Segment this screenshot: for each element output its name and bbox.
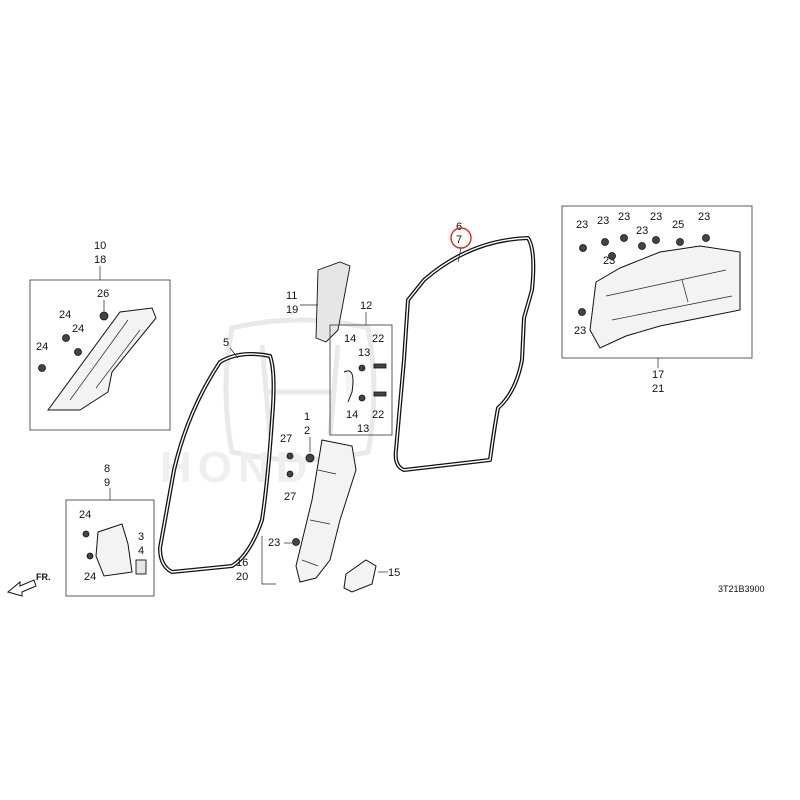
screw-27a — [286, 452, 294, 460]
callout-13a: 13 — [358, 347, 370, 359]
front-pillar-garnish — [47, 307, 157, 411]
clip-24d — [82, 530, 90, 538]
diagram-code: 3T21B3900 — [718, 584, 765, 594]
front-arrow-icon — [6, 579, 37, 597]
group-front-pillar-garnish: 10 18 26 24 24 24 — [29, 240, 171, 431]
clip-26 — [99, 311, 109, 321]
callout-11: 11 — [286, 290, 297, 302]
callout-21: 21 — [652, 383, 664, 395]
group-box-12 — [329, 324, 393, 436]
callout-26: 26 — [97, 288, 109, 300]
callout-20: 20 — [236, 571, 248, 583]
rear-door-opening-seal — [393, 236, 536, 472]
clip-24c — [38, 364, 46, 372]
bolt-14b — [358, 394, 366, 402]
callout-6: 6 — [456, 221, 462, 233]
callout-19: 19 — [286, 304, 298, 316]
callout-27b: 27 — [284, 491, 296, 503]
center-pillar-upper-garnish — [315, 261, 351, 343]
callout-15: 15 — [388, 567, 400, 579]
callout-5: 5 — [223, 337, 229, 349]
callout-24c: 24 — [36, 341, 48, 353]
brand-watermark: HONDA — [160, 317, 377, 492]
callout-2: 2 — [304, 425, 310, 437]
callout-4: 4 — [138, 545, 144, 557]
clip-24b — [74, 348, 82, 356]
callout-10: 10 — [94, 240, 106, 252]
clip-24e — [86, 552, 94, 560]
grab-handle — [343, 370, 354, 403]
callout-18: 18 — [94, 254, 106, 266]
bolt-22a — [373, 363, 387, 369]
group-box-17-21 — [561, 205, 753, 359]
clip-23g — [292, 538, 300, 546]
clip-24a — [62, 334, 70, 342]
callout-23a: 23 — [576, 219, 588, 231]
callout-23d: 23 — [636, 225, 648, 237]
callout-24b: 24 — [72, 323, 84, 335]
group-anchor-hardware: 12 14 13 22 14 22 13 — [329, 300, 393, 436]
front-direction-indicator: FR. — [6, 572, 51, 597]
callout-1: 1 — [304, 411, 310, 423]
pad-3-4 — [135, 559, 147, 575]
callout-23i: 23 — [574, 325, 586, 337]
rear-side-lining — [589, 245, 741, 349]
callout-23c: 23 — [618, 211, 630, 223]
callout-14b: 14 — [346, 409, 358, 421]
callout-14a: 14 — [344, 333, 356, 345]
callout-16: 16 — [236, 557, 248, 569]
sill-bracket — [343, 559, 377, 593]
callout-25: 25 — [672, 219, 684, 231]
callout-23b: 23 — [597, 215, 609, 227]
callout-7: 7 — [456, 234, 462, 246]
front-door-seal-group: 5 — [158, 337, 276, 574]
callout-17: 17 — [652, 369, 664, 381]
callout-24a: 24 — [59, 309, 71, 321]
callout-27a: 27 — [280, 433, 292, 445]
group-lower-clip: 23 16 20 — [236, 536, 300, 585]
callout-8: 8 — [104, 463, 110, 475]
rear-door-seal-group: 6 7 — [393, 221, 536, 472]
callout-12: 12 — [360, 300, 372, 312]
callout-9: 9 — [104, 477, 110, 489]
center-pillar-lower-garnish — [295, 439, 357, 583]
group-kick-panel: 8 9 24 24 3 4 — [65, 463, 155, 597]
center-pillar-lower-group: 1 2 27 27 — [280, 411, 357, 583]
bolt-22b — [373, 391, 387, 397]
callout-23f: 23 — [698, 211, 710, 223]
group-rear-side-lining: 17 21 23 23 23 23 23 25 23 23 23 — [561, 205, 753, 395]
center-pillar-upper-group: 11 19 — [286, 261, 351, 343]
screw-27b — [286, 470, 294, 478]
callout-24d: 24 — [79, 509, 91, 521]
callout-22a: 22 — [372, 333, 384, 345]
kick-panel — [95, 523, 133, 577]
callout-23g: 23 — [268, 537, 280, 549]
callout-24e: 24 — [84, 571, 96, 583]
callout-22b: 22 — [372, 409, 384, 421]
sill-bracket-group: 15 — [343, 559, 400, 593]
direction-label: FR. — [36, 572, 51, 582]
callout-23e: 23 — [650, 211, 662, 223]
center-clip — [305, 453, 315, 463]
callout-13b: 13 — [357, 423, 369, 435]
callout-3: 3 — [138, 531, 144, 543]
bolt-13a — [358, 364, 366, 372]
